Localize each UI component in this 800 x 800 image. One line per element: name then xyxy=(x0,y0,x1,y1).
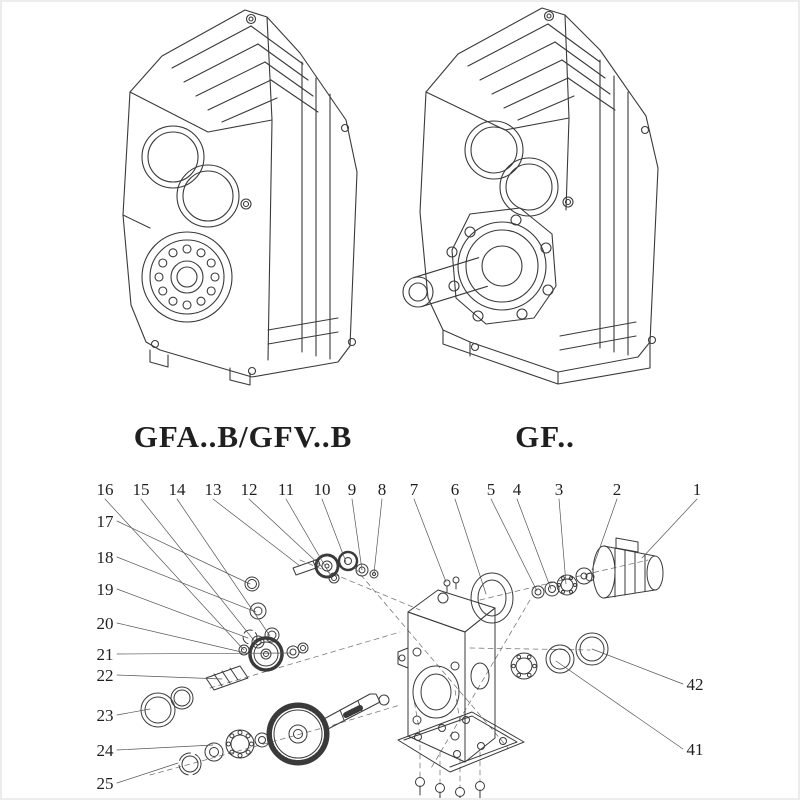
intermediate-gear xyxy=(248,636,284,672)
mounting-feet xyxy=(149,349,251,386)
callout-25: 25 xyxy=(97,774,114,793)
splined-shaft xyxy=(205,665,249,691)
coupling-2 xyxy=(575,567,593,585)
callout-14: 14 xyxy=(169,480,187,499)
callout-23: 23 xyxy=(97,706,114,725)
washer xyxy=(204,742,224,762)
callout-22: 22 xyxy=(97,666,114,685)
ball-bearing xyxy=(510,652,538,680)
bolts xyxy=(415,777,485,800)
callout-16: 16 xyxy=(97,480,114,499)
callout-21: 21 xyxy=(97,645,114,664)
callout-24: 24 xyxy=(97,741,115,760)
callout-18: 18 xyxy=(97,548,114,567)
gearbox-drawing-left xyxy=(122,9,358,386)
base-plate xyxy=(442,329,651,385)
output-flange xyxy=(446,207,557,325)
output-cluster xyxy=(140,686,390,776)
ring-42 xyxy=(575,632,609,666)
cooling-ribs xyxy=(467,23,575,121)
output-gear xyxy=(266,702,330,766)
callout-5: 5 xyxy=(487,480,496,499)
left-model-label: GFA..B/GFV..B xyxy=(134,419,353,454)
callout-10: 10 xyxy=(314,480,331,499)
callout-7: 7 xyxy=(410,480,419,499)
ring-41 xyxy=(545,644,575,674)
gear xyxy=(337,550,359,572)
input-shaft-cluster xyxy=(292,550,379,584)
housing-outline xyxy=(419,7,659,373)
callout-11: 11 xyxy=(278,480,294,499)
gasket-plate xyxy=(397,711,525,773)
callout-20: 20 xyxy=(97,614,114,633)
callouts-left: 17 18 19 20 21 22 23 24 25 xyxy=(97,512,115,793)
callout-13: 13 xyxy=(205,480,222,499)
seal-ring xyxy=(170,686,194,710)
gearbox-drawing-right xyxy=(402,7,659,385)
callouts-top: 16 15 14 13 12 11 10 9 8 7 6 5 4 3 2 1 xyxy=(97,480,702,499)
ring-5 xyxy=(531,585,545,599)
callout-2: 2 xyxy=(613,480,622,499)
seal-ring xyxy=(244,576,260,592)
callout-12: 12 xyxy=(241,480,258,499)
cooling-ribs xyxy=(171,25,278,123)
output-ball-bearing xyxy=(225,729,255,759)
large-seal xyxy=(470,572,514,624)
exploded-view: 16 15 14 13 12 11 10 9 8 7 6 5 4 3 2 1 1… xyxy=(97,480,704,800)
washer xyxy=(286,645,300,659)
callout-17: 17 xyxy=(97,512,115,531)
callouts-right: 42 41 xyxy=(687,675,704,759)
bearing-3 xyxy=(556,574,578,596)
motor-side-cluster xyxy=(470,537,664,680)
callout-3: 3 xyxy=(555,480,564,499)
callout-9: 9 xyxy=(348,480,357,499)
callout-4: 4 xyxy=(513,480,522,499)
output-shaft xyxy=(321,693,390,731)
bore-lower xyxy=(176,164,240,228)
callout-41: 41 xyxy=(687,740,704,759)
output-shaft xyxy=(402,257,488,308)
motor-1 xyxy=(585,537,664,599)
right-model-label: GF.. xyxy=(515,419,575,454)
large-seal xyxy=(140,692,176,728)
circlip xyxy=(242,629,258,645)
leader-lines xyxy=(104,498,698,784)
bore-upper xyxy=(141,125,205,189)
pinion-gear xyxy=(314,553,340,579)
callout-6: 6 xyxy=(451,480,460,499)
output-bearing xyxy=(141,231,233,323)
circlip xyxy=(178,752,202,776)
callout-1: 1 xyxy=(693,480,702,499)
ring-4 xyxy=(544,581,560,597)
callout-42: 42 xyxy=(687,675,704,694)
washer xyxy=(249,602,267,620)
housing-outline xyxy=(122,9,358,378)
callout-8: 8 xyxy=(378,480,387,499)
callout-19: 19 xyxy=(97,580,114,599)
gasket-and-bolts xyxy=(397,711,525,800)
assembly-axes xyxy=(149,559,649,789)
washer xyxy=(297,642,309,654)
washer xyxy=(355,563,369,577)
callout-15: 15 xyxy=(133,480,150,499)
washer xyxy=(328,572,340,584)
intermediate-cluster xyxy=(205,576,309,691)
